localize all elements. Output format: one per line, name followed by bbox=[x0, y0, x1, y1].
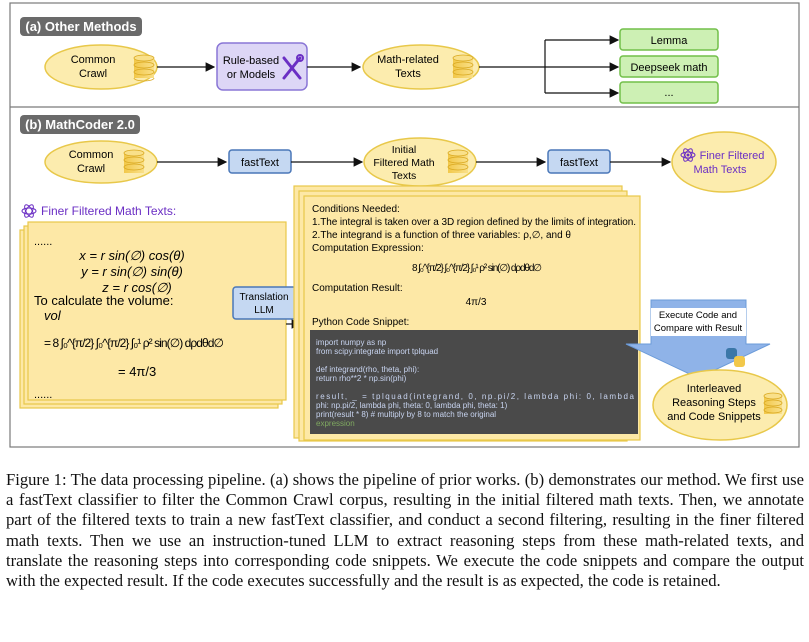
vol-label: vol bbox=[44, 308, 62, 323]
svg-text:or Models: or Models bbox=[227, 69, 276, 81]
computation-result-label: Computation Result: bbox=[312, 283, 403, 294]
svg-text:Crawl: Crawl bbox=[77, 163, 105, 175]
section-b-title: (b) MathCoder 2.0 bbox=[25, 117, 135, 132]
python-icon bbox=[726, 348, 745, 367]
code-line: from scipy.integrate import tplquad bbox=[316, 347, 438, 356]
output-deepseek-math: Deepseek math bbox=[619, 55, 719, 78]
svg-text:...: ... bbox=[664, 87, 673, 99]
math-related-texts: Math-related Texts bbox=[362, 44, 480, 90]
code-block bbox=[310, 330, 638, 434]
atom-icon bbox=[680, 148, 696, 162]
svg-text:Deepseek math: Deepseek math bbox=[630, 62, 707, 74]
computation-expression: 8 ∫₀^{π/2} ∫₀^{π/2} ∫₀¹ ρ² sin(∅) dρdθd∅ bbox=[412, 263, 542, 274]
initial-filtered-texts: Initial Filtered Math Texts bbox=[363, 137, 477, 187]
computation-expression-label: Computation Expression: bbox=[312, 243, 424, 254]
interleaved-output: Interleaved Reasoning Steps and Code Sni… bbox=[652, 369, 788, 441]
computation-result-value: 4π/3 bbox=[466, 297, 487, 308]
svg-text:Finer Filtered: Finer Filtered bbox=[700, 150, 765, 162]
code-line: phi: np.pi/2, lambda phi, theta: 0, lamb… bbox=[316, 401, 508, 410]
code-line: print(result * 8) # multiply by 8 to mat… bbox=[316, 410, 496, 419]
finer-filtered-texts: Finer Filtered Math Texts bbox=[671, 131, 777, 193]
left-dots-bottom: ...... bbox=[34, 389, 52, 401]
section-a-title: (a) Other Methods bbox=[25, 19, 136, 34]
condition-1: 1.The integral is taken over a 3D region… bbox=[312, 217, 636, 228]
svg-text:Math Texts: Math Texts bbox=[694, 164, 747, 176]
svg-text:Common: Common bbox=[69, 149, 114, 161]
tools-icon bbox=[282, 54, 304, 80]
code-line: def integrand(rho, theta, phi): bbox=[316, 365, 419, 374]
code-line: import numpy as np bbox=[316, 338, 387, 347]
code-line: result, _ = tplquad(integrand, 0, np.pi/… bbox=[316, 392, 635, 401]
figure-caption: Figure 1: The data processing pipeline. … bbox=[6, 470, 804, 591]
volume-text: To calculate the volume: bbox=[34, 293, 173, 308]
code-line: return rho**2 * np.sin(phi) bbox=[316, 374, 407, 383]
finer-filtered-doc-stack bbox=[19, 221, 287, 409]
output-more: ... bbox=[619, 81, 719, 104]
svg-text:Texts: Texts bbox=[395, 68, 421, 80]
svg-text:fastText: fastText bbox=[560, 157, 598, 169]
pipeline-diagram: (a) Other Methods Common Crawl Rule-base… bbox=[9, 2, 800, 448]
svg-text:Filtered Math: Filtered Math bbox=[373, 157, 434, 169]
svg-text:Rule-based: Rule-based bbox=[223, 55, 279, 67]
svg-text:Crawl: Crawl bbox=[79, 68, 107, 80]
code-lines: import numpy as np from scipy.integrate … bbox=[316, 338, 635, 428]
svg-text:Initial: Initial bbox=[392, 144, 417, 156]
equation-x: x = r sin(∅) cos(θ) bbox=[78, 248, 184, 263]
equation-y: y = r sin(∅) sin(θ) bbox=[80, 264, 183, 279]
volume-result: = 4π/3 bbox=[118, 364, 156, 379]
svg-text:Math-related: Math-related bbox=[377, 54, 439, 66]
section-a-header bbox=[20, 17, 142, 36]
database-icon bbox=[447, 149, 469, 173]
svg-text:Translation: Translation bbox=[239, 292, 288, 303]
volume-integral: = 8 ∫₀^{π/2} ∫₀^{π/2} ∫₀¹ ρ² sin(∅) dρdθ… bbox=[44, 336, 224, 350]
svg-text:LLM: LLM bbox=[254, 305, 273, 316]
left-dots-top: ...... bbox=[34, 236, 52, 248]
output-lemma: Lemma bbox=[619, 28, 719, 51]
svg-text:Reasoning Steps: Reasoning Steps bbox=[672, 397, 756, 409]
svg-text:Interleaved: Interleaved bbox=[687, 383, 741, 395]
code-line: expression bbox=[316, 419, 355, 428]
section-b-header bbox=[20, 115, 140, 134]
translation-llm-box: Translation LLM bbox=[232, 286, 297, 320]
svg-text:Texts: Texts bbox=[392, 170, 417, 182]
code-snippet-label: Python Code Snippet: bbox=[312, 317, 409, 328]
common-crawl-a: Common Crawl bbox=[44, 44, 158, 90]
svg-text:and Code Snippets: and Code Snippets bbox=[667, 411, 761, 423]
condition-2: 2.The integrand is a function of three v… bbox=[312, 230, 571, 241]
fasttext-box-1: fastText bbox=[228, 149, 292, 174]
conditions-title: Conditions Needed: bbox=[312, 204, 400, 215]
database-icon bbox=[452, 54, 474, 78]
database-icon bbox=[123, 149, 145, 173]
svg-text:Compare with Result: Compare with Result bbox=[654, 323, 743, 334]
atom-icon bbox=[21, 204, 37, 218]
equation-z: z = r cos(∅) bbox=[101, 280, 171, 295]
database-icon bbox=[133, 54, 155, 82]
svg-text:Lemma: Lemma bbox=[651, 35, 689, 47]
svg-text:fastText: fastText bbox=[241, 157, 279, 169]
svg-text:Common: Common bbox=[71, 54, 116, 66]
database-icon bbox=[763, 392, 783, 414]
finer-filtered-label: Finer Filtered Math Texts: bbox=[41, 204, 176, 218]
svg-text:Execute Code and: Execute Code and bbox=[659, 310, 737, 321]
fasttext-box-2: fastText bbox=[547, 149, 611, 174]
